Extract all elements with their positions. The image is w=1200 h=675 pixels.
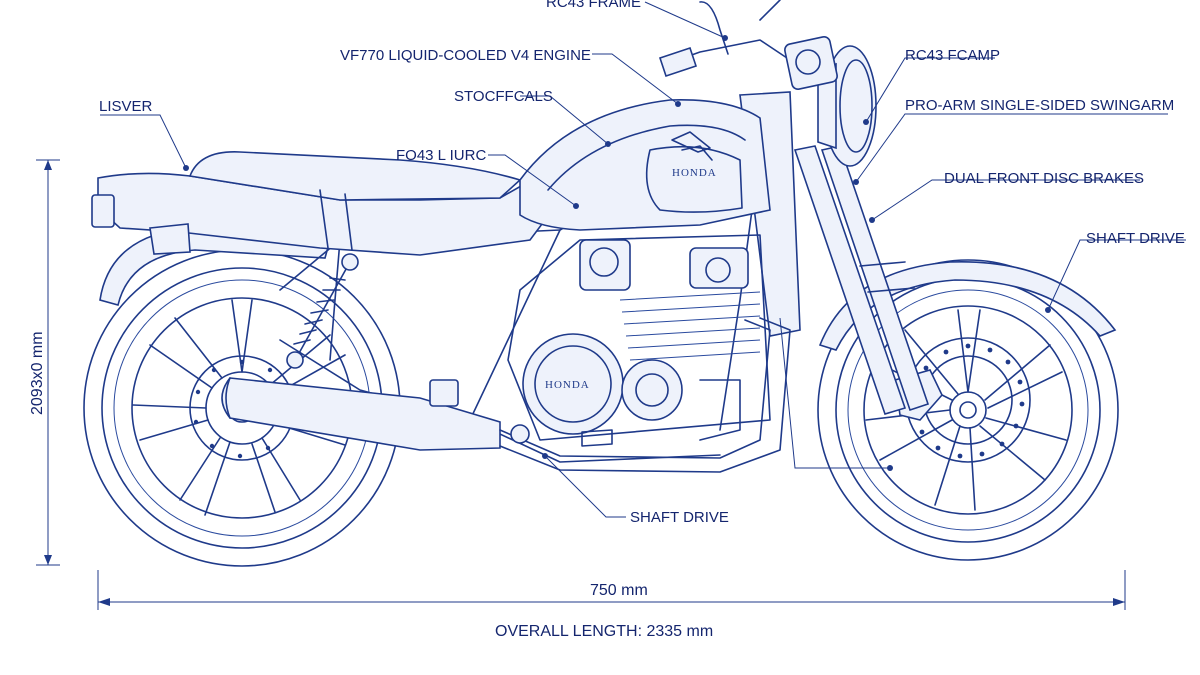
front-fender bbox=[818, 261, 1117, 351]
tank-logo: HONDA bbox=[672, 167, 717, 179]
height-label: 2093x0 mm bbox=[29, 331, 46, 415]
seat bbox=[91, 151, 562, 256]
handlebar bbox=[658, 0, 838, 90]
engine-logo: HONDA bbox=[545, 379, 590, 391]
front-forks bbox=[793, 145, 930, 415]
callout-engine: VF770 LIQUID-COOLED V4 ENGINE bbox=[340, 47, 591, 64]
callout-stocfcals: STOCFFCALS bbox=[454, 88, 553, 105]
callout-rc43-fcamp: RC43 FCAMP bbox=[905, 47, 1000, 64]
engine: HONDA bbox=[507, 234, 771, 441]
exhaust bbox=[221, 317, 791, 473]
callout-fo43: FO43 L IURC bbox=[396, 147, 486, 164]
rear-shock bbox=[286, 253, 359, 369]
callout-swingarm: PRO-ARM SINGLE-SIDED SWINGARM bbox=[905, 97, 1174, 114]
height-dimension: 2093x0 mm bbox=[29, 159, 60, 566]
footpeg bbox=[429, 379, 613, 447]
callout-brakes: DUAL FRONT DISC BRAKES bbox=[944, 170, 1144, 187]
overall-length-label: OVERALL LENGTH: 2335 mm bbox=[495, 623, 713, 640]
fuel-tank: HONDA bbox=[519, 99, 771, 231]
wheelbase-dimension: 750 mm bbox=[97, 570, 1126, 610]
callout-frame: RC43 FRAME bbox=[546, 0, 641, 11]
leader-lines bbox=[100, 1, 1186, 518]
callout-liver: LISVER bbox=[99, 98, 153, 115]
callout-shaft-drive-bottom: SHAFT DRIVE bbox=[630, 509, 729, 526]
wheelbase-label: 750 mm bbox=[590, 582, 648, 599]
callout-shaft-drive-right: SHAFT DRIVE bbox=[1086, 230, 1185, 247]
